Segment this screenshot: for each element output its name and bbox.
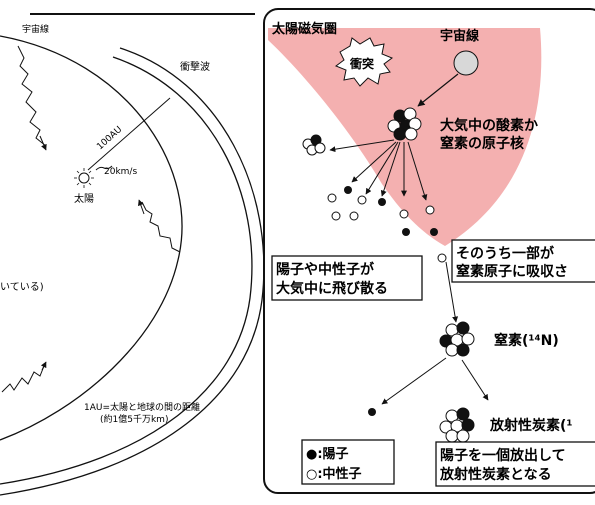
emit-proton-arrow — [381, 357, 447, 405]
incoming-ray-arrow — [417, 73, 459, 107]
cosmic-ray-wavy-path — [17, 45, 47, 147]
sun-motion-arrow — [95, 165, 113, 171]
sun-label: 太陽 — [74, 192, 94, 205]
wavy-path-right-arrow — [137, 199, 145, 215]
emitted-proton — [368, 408, 376, 416]
legend-neutron: ○:中性子 — [306, 466, 362, 482]
cosmic-ray-label: 宇宙線 — [22, 23, 49, 35]
heliopause-arc — [0, 35, 183, 441]
scatter-arrow — [351, 141, 397, 183]
proton-particle — [378, 198, 386, 206]
wavy-path-right — [141, 201, 181, 253]
nitrogen-label: 窒素(¹⁴N) — [494, 332, 559, 349]
nitrogen-nucleus — [439, 321, 475, 357]
right-panel: 太陽磁気圏 宇宙線 衝突 大気中の酸素か 窒素の原子核 — [263, 8, 595, 494]
scattered-nucleus-left — [302, 134, 326, 156]
neutron-particle — [425, 205, 435, 215]
emit-box — [435, 441, 595, 487]
scatter-arrow — [380, 141, 401, 197]
neutron-particle — [357, 195, 367, 205]
wavy-path-lower — [1, 365, 45, 393]
radius-100au-line — [87, 97, 171, 171]
partial-label: いている) — [0, 281, 44, 293]
scatter-box — [271, 255, 423, 301]
absorb-line2: 窒素原子に吸収さ — [456, 263, 568, 280]
emit-line2: 放射性炭素となる — [439, 466, 552, 483]
neutron-particle — [331, 211, 341, 221]
scatter-arrow — [407, 141, 428, 201]
legend-box — [301, 439, 395, 485]
left-panel: 宇宙線 衝撃波 100AU 20km/s 太陽 いている) 1AU=太陽と地球の… — [0, 13, 265, 496]
sun-icon — [74, 168, 94, 188]
wavy-path-lower-arrow — [40, 361, 47, 371]
radiocarbon-nucleus — [439, 407, 475, 443]
nucleus-line2: 窒素の原子核 — [440, 135, 524, 152]
collision-burst-icon — [334, 37, 394, 87]
proton-particle — [402, 228, 410, 236]
au-definition-line1: 1AU=太陽と地球の間の距離 — [84, 401, 200, 413]
shock-wave-outer-arc — [0, 47, 265, 496]
neutron-particle — [399, 209, 409, 219]
scatter-line2: 大気中に飛び散る — [276, 280, 388, 297]
collision-label: 衝突 — [349, 56, 374, 71]
au-definition-line2: (約1億5千万km) — [100, 413, 168, 425]
neutron-particle — [437, 253, 447, 263]
nucleus-line1: 大気中の酸素か — [440, 117, 538, 134]
heliosphere-label: 太陽磁気圏 — [271, 21, 337, 37]
neutron-particle — [327, 193, 337, 203]
cosmic-ray-arrow — [39, 135, 47, 151]
neutron-particle — [349, 211, 359, 221]
scatter-arrow — [365, 141, 399, 195]
to-radiocarbon-arrow — [461, 359, 489, 401]
target-nucleus — [387, 107, 422, 141]
shock-wave-label: 衝撃波 — [180, 60, 210, 73]
radiocarbon-label: 放射性炭素(¹ — [489, 417, 573, 434]
cosmic-ray-particle — [453, 50, 479, 76]
absorb-arrow — [445, 261, 459, 323]
legend-proton: ●:陽子 — [306, 446, 349, 462]
proton-particle — [430, 228, 438, 236]
emit-line1: 陽子を一個放出して — [440, 447, 566, 464]
scatter-line1: 陽子や中性子が — [276, 261, 375, 278]
absorb-line1: そのうち一部が — [456, 245, 555, 262]
proton-particle — [344, 186, 352, 194]
scatter-arrow — [329, 139, 395, 153]
cosmic-ray-label: 宇宙線 — [440, 28, 480, 44]
shock-wave-inner-arc — [0, 56, 253, 485]
distance-label: 100AU — [95, 125, 124, 152]
absorb-box — [451, 239, 595, 283]
speed-label: 20km/s — [104, 167, 137, 177]
